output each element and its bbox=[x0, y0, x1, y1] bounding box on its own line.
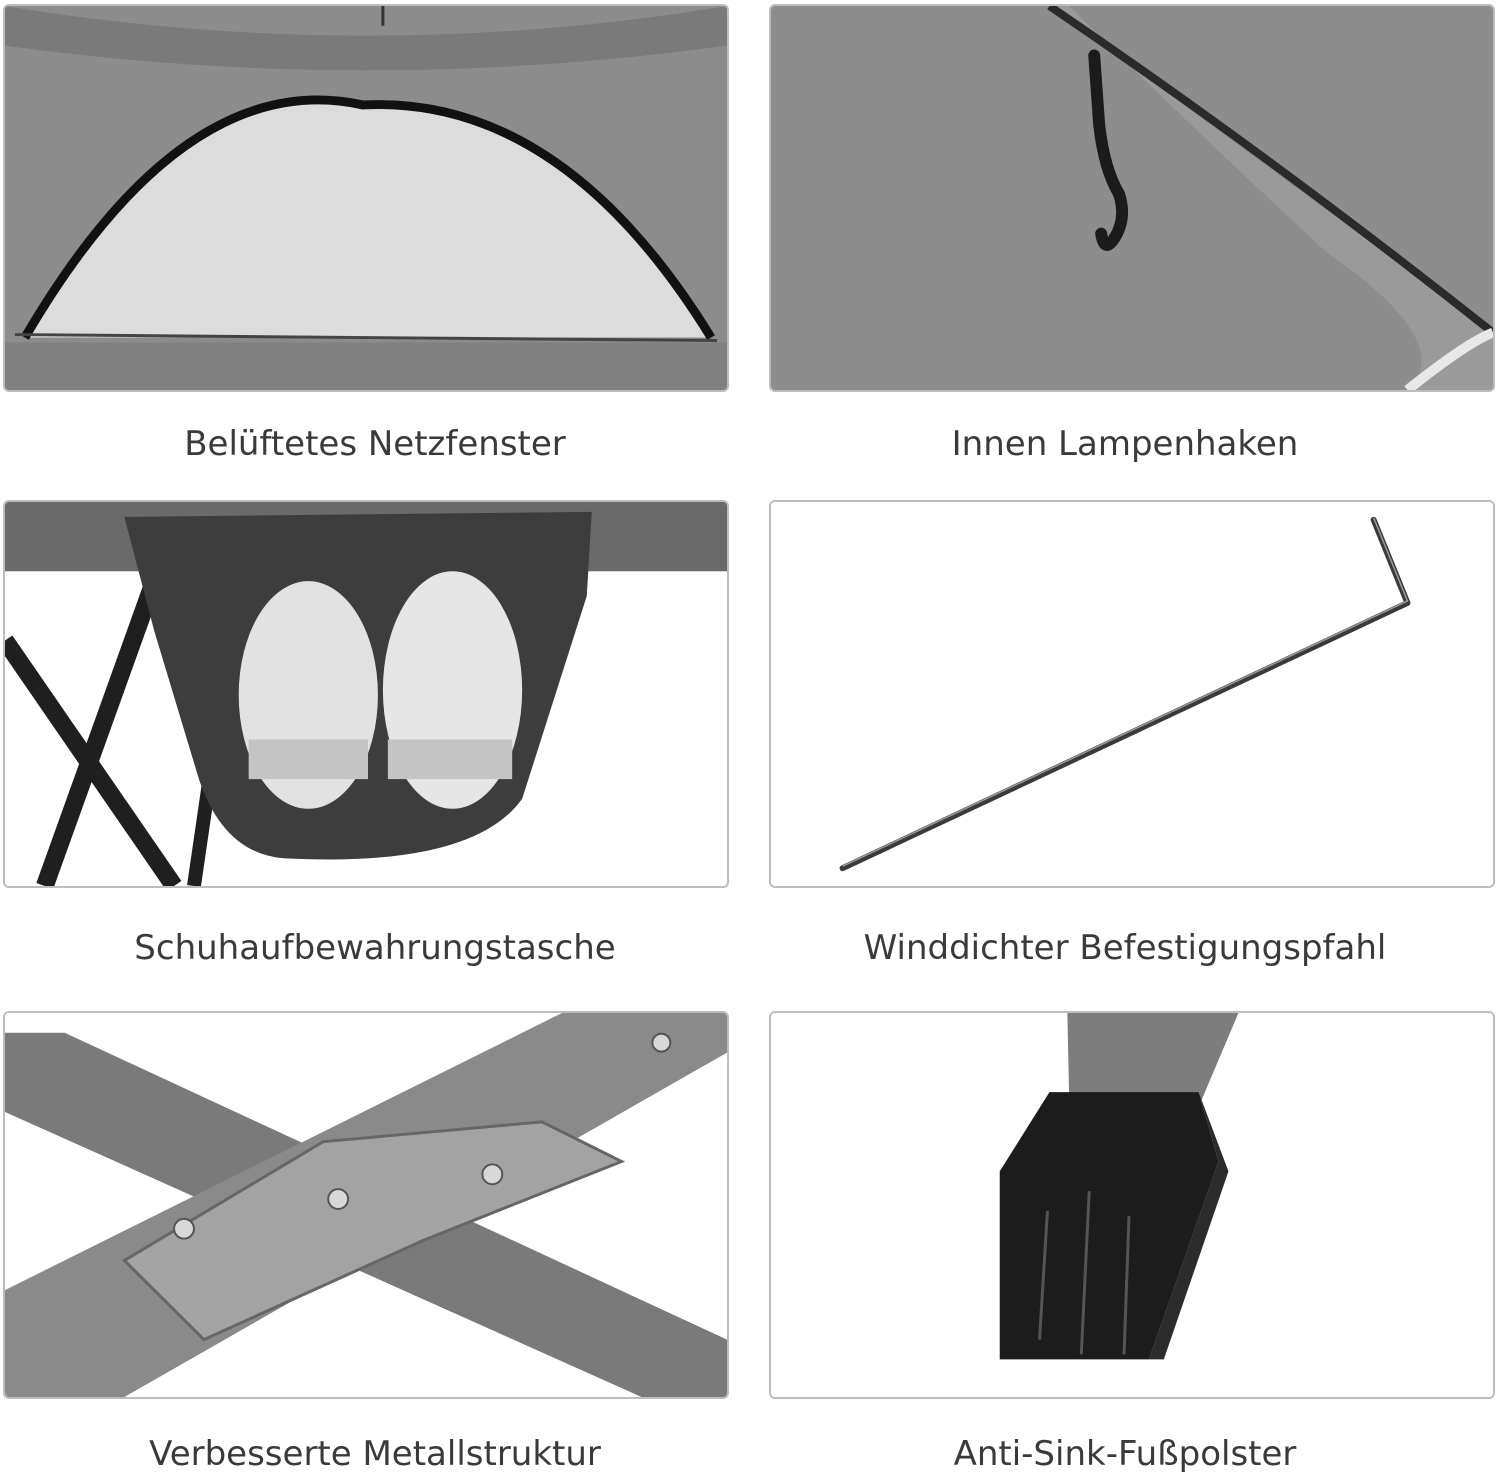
shoe-storage-bag-photo bbox=[3, 500, 729, 888]
caption-tent-stake: Winddichter Befestigungspfahl bbox=[863, 928, 1387, 968]
metal-frame-photo bbox=[3, 1011, 729, 1399]
foot-pad-photo bbox=[769, 1011, 1495, 1399]
lamp-hook-photo bbox=[769, 4, 1495, 392]
caption-metal-frame: Verbesserte Metallstruktur bbox=[149, 1434, 601, 1474]
caption-mesh-window: Belüftetes Netzfenster bbox=[184, 424, 566, 464]
tent-stake-photo bbox=[769, 500, 1495, 888]
caption-shoe-bag: Schuhaufbewahrungstasche bbox=[134, 928, 616, 968]
caption-lamp-hook: Innen Lampenhaken bbox=[951, 424, 1299, 464]
caption-foot-pad: Anti-Sink-Fußpolster bbox=[953, 1434, 1297, 1474]
mesh-window-photo bbox=[3, 4, 729, 392]
